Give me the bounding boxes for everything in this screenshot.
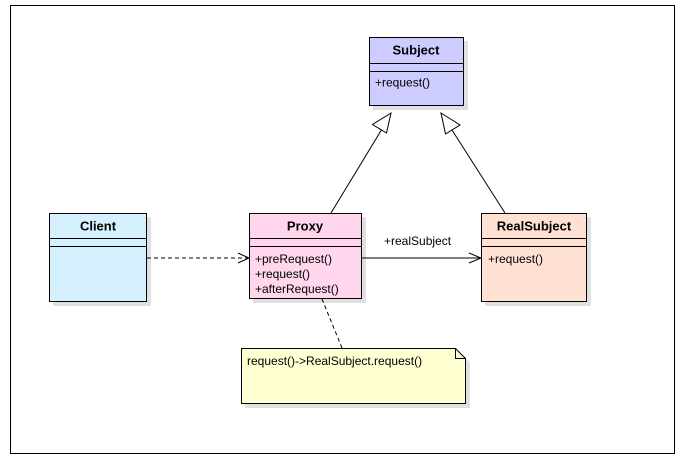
class-proxy-method: +preRequest() xyxy=(255,252,332,266)
hollow-triangle-arrowhead xyxy=(440,111,461,135)
class-real-subject-box xyxy=(481,213,587,302)
note-folded-corner xyxy=(455,348,466,359)
class-real-subject-method: +request() xyxy=(488,252,543,266)
class-proxy-name: Proxy xyxy=(287,219,324,234)
note-anchor-line xyxy=(321,298,343,349)
class-client[interactable] xyxy=(49,213,147,302)
class-client-box xyxy=(49,213,147,302)
dependency-client-to-proxy[interactable] xyxy=(147,252,251,264)
class-proxy-box xyxy=(249,213,362,299)
note-body xyxy=(241,348,466,404)
class-proxy[interactable] xyxy=(249,213,362,299)
open-arrowhead xyxy=(237,252,251,264)
note-text: request()->RealSubject.request() xyxy=(247,354,422,368)
class-subject[interactable] xyxy=(369,37,464,106)
association-proxy-to-realsubject[interactable] xyxy=(362,252,483,264)
association-role-label: +realSubject xyxy=(384,234,452,248)
class-subject-name: Subject xyxy=(393,43,441,58)
open-arrowhead xyxy=(468,252,483,264)
hollow-triangle-arrowhead xyxy=(371,111,392,134)
generalization-realsubject-to-subject[interactable] xyxy=(440,111,506,214)
class-subject-method: +request() xyxy=(375,76,430,90)
class-client-name: Client xyxy=(80,219,117,234)
class-real-subject[interactable] xyxy=(481,213,587,302)
note[interactable] xyxy=(241,348,466,404)
generalization-proxy-to-subject[interactable] xyxy=(330,111,392,214)
class-proxy-method: +afterRequest() xyxy=(255,282,339,296)
class-real-subject-name: RealSubject xyxy=(497,219,572,234)
class-proxy-method: +request() xyxy=(255,267,310,281)
